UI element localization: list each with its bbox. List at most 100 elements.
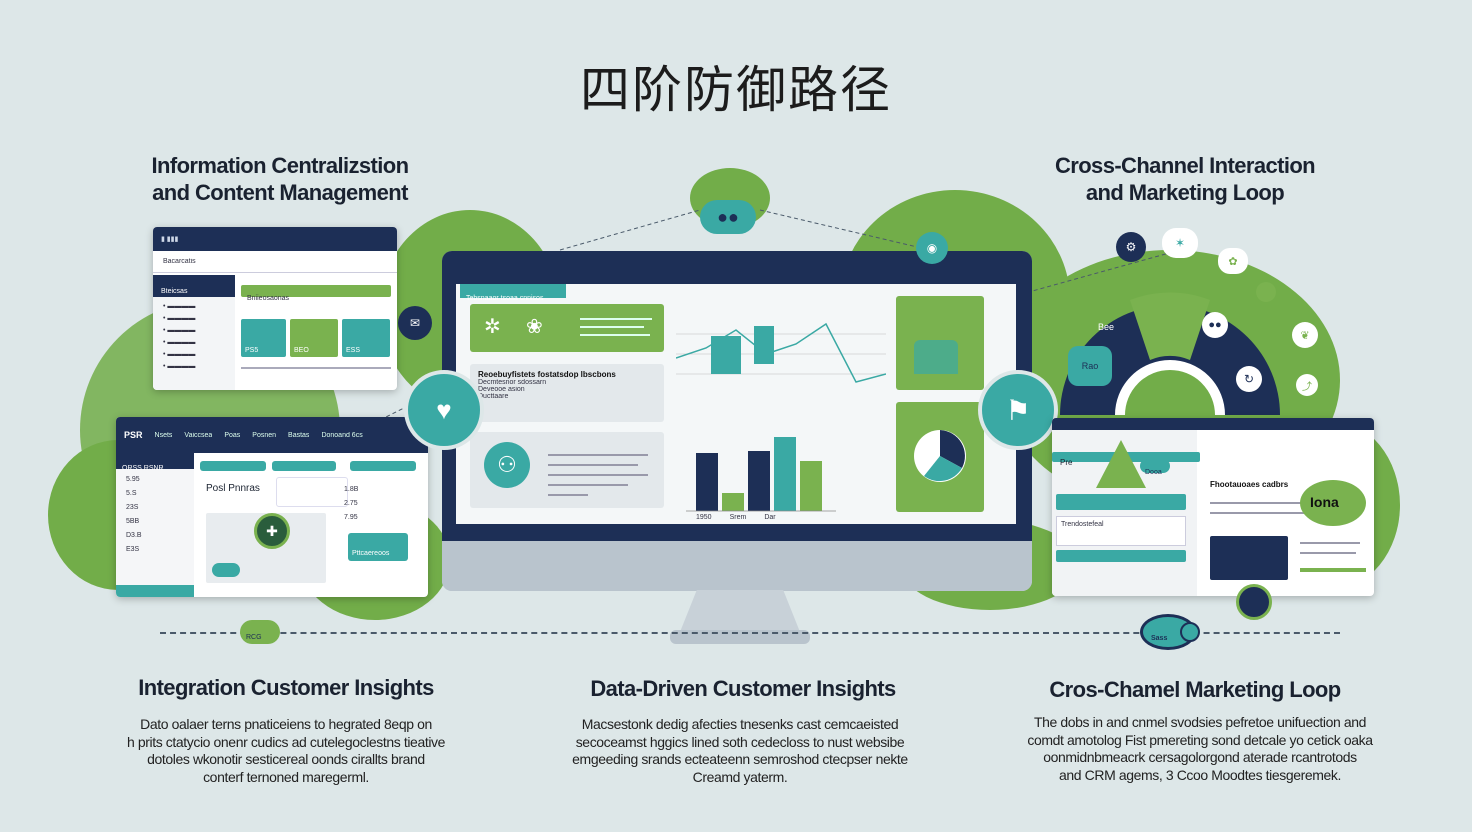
- idea-icon: ✶: [1162, 228, 1198, 258]
- top-right-heading: Cross-Channel Interaction and Marketing …: [1030, 152, 1340, 206]
- chat-icon: ✉: [398, 306, 432, 340]
- sidebar-item[interactable]: • ▬▬▬▬: [163, 327, 196, 334]
- panel-title: Reoebuyfistets fostatsdop lbscbons: [478, 370, 616, 379]
- column-heading: Data-Driven Customer Insights: [590, 676, 896, 701]
- share-icon: ⤴: [1296, 374, 1318, 396]
- list-item[interactable]: D3.B: [126, 532, 142, 539]
- leaf-icon: ❦: [1292, 322, 1318, 348]
- menu-item[interactable]: Nsets: [154, 431, 173, 439]
- cluster-label: Bee: [1098, 322, 1115, 332]
- pie-chart: [914, 430, 966, 482]
- window-logo: ▮ ▮▮▮: [161, 236, 179, 243]
- card[interactable]: BEO: [290, 319, 338, 357]
- list-item[interactable]: 5.S: [126, 490, 137, 497]
- left-window-nav-text[interactable]: Bacarcatis: [163, 258, 196, 265]
- right-window: Pre Trendostefeal Fhootauoaes cadbrs Ion…: [1052, 418, 1374, 596]
- column-body: Dato oalaer terns pnaticeiens to hegrate…: [126, 716, 446, 785]
- panel-line: Deveooe asion: [478, 386, 525, 393]
- section-label: Posl Pnnras: [206, 483, 260, 494]
- settings-icon: ⚙: [1116, 232, 1146, 262]
- user-icon: ⚇: [484, 442, 530, 488]
- top-right-heading-line-1: Cross-Channel Interaction: [1054, 153, 1316, 178]
- sidebar-item[interactable]: • ▬▬▬▬: [163, 303, 196, 310]
- video-panel[interactable]: [1210, 536, 1288, 580]
- monitor-screen: Tebsnaaor tsoaa cnnisos ✲ ❀ Reoebuyfiste…: [456, 284, 1016, 524]
- signpost-icon: ⚑: [978, 370, 1058, 450]
- left-window-header-pill: Bniieosaonas: [241, 285, 391, 302]
- left-top-window: ▮ ▮▮▮ Bacarcatis Bteicsas • ▬▬▬▬ • ▬▬▬▬ …: [153, 227, 397, 390]
- left-bottom-window: PSR Nsets Vaiccsea Poas Posnen Bastas Do…: [116, 417, 428, 597]
- left-bottom-window-navbar: PSR Nsets Vaiccsea Poas Posnen Bastas Do…: [116, 417, 428, 453]
- card[interactable]: ESS: [342, 319, 390, 357]
- marketing-loop-diagram: [1060, 292, 1280, 416]
- column-heading: Integration Customer Insights: [138, 675, 434, 700]
- right-window-heading: Fhootauoaes cadbrs: [1210, 480, 1289, 489]
- top-left-heading-line-2: and Content Management: [152, 180, 408, 205]
- top-right-heading-line-2: and Marketing Loop: [1085, 180, 1285, 205]
- monitor: Tebsnaaor tsoaa cnnisos ✲ ❀ Reoebuyfiste…: [442, 251, 1032, 591]
- menu-item[interactable]: Posnen: [252, 431, 277, 439]
- menu-item[interactable]: Bastas: [288, 431, 310, 439]
- left-top-window-titlebar: ▮ ▮▮▮: [153, 227, 397, 251]
- column-heading: Cros-Chamel Marketing Loop: [1049, 677, 1341, 702]
- heart-icon: ♥: [404, 370, 484, 450]
- chat-bubble-icon: ●●: [1202, 312, 1228, 338]
- list-item[interactable]: E3S: [126, 546, 140, 553]
- page-title: 四阶防御路径: [580, 61, 892, 119]
- monitor-stand: [680, 590, 800, 632]
- axis-label: Srem: [729, 514, 747, 521]
- menu-item[interactable]: Donoand 6cs: [321, 431, 363, 439]
- panel-line: Decmtesnor sdossarn: [478, 379, 547, 386]
- network-icon: ✲: [484, 316, 501, 338]
- sidebar-item[interactable]: • ▬▬▬▬: [163, 339, 196, 346]
- list-item: 1.8B: [344, 486, 359, 493]
- dashed-divider: [160, 632, 1340, 634]
- top-left-heading: Information Centralizstion and Content M…: [130, 152, 430, 206]
- bottom-marker-left: RCG: [240, 620, 280, 644]
- panel-line: Ducttaare: [478, 393, 509, 400]
- top-left-heading-line-1: Information Centralizstion: [151, 153, 410, 178]
- menu-item[interactable]: Poas: [224, 431, 241, 439]
- cloud-icon: Rao: [1068, 346, 1112, 386]
- map-pin-icon: ◉: [916, 232, 948, 264]
- line-chart: [676, 322, 886, 383]
- binoculars-icon: ●●: [700, 200, 756, 234]
- icon-card: ✲ ❀: [470, 304, 664, 352]
- right-window-tag: Pre: [1060, 458, 1073, 467]
- bar-chart: [686, 437, 836, 512]
- dot-icon: [1256, 282, 1276, 302]
- widget-card: [896, 296, 984, 390]
- badge: Iona: [1300, 480, 1366, 526]
- refresh-icon: ↻: [1236, 366, 1262, 392]
- column-body: Macsestonk dedig afecties tnesenks cast …: [572, 716, 908, 785]
- sidebar-item[interactable]: • ▬▬▬▬: [163, 363, 196, 370]
- text-panel: Reoebuyfistets fostatsdop lbscbons Decmt…: [470, 364, 664, 422]
- list-item[interactable]: 5BB: [126, 518, 140, 525]
- pill: Dooa: [1140, 459, 1170, 476]
- card[interactable]: PS5: [241, 319, 286, 357]
- right-window-sub: Trendostefeal: [1061, 521, 1104, 528]
- menu-item[interactable]: Vaiccsea: [184, 431, 213, 439]
- logo: PSR: [124, 430, 143, 440]
- speech-icon: ✿: [1218, 248, 1248, 274]
- list-item: 2.75: [344, 500, 358, 507]
- sidebar-item[interactable]: • ▬▬▬▬: [163, 351, 196, 358]
- profile-panel: ⚇: [470, 432, 664, 508]
- monitor-tab[interactable]: Tebsnaaor tsoaa cnnisos: [466, 295, 544, 302]
- column-body: The dobs in and cnmel svodsies pefretoe …: [1027, 714, 1373, 783]
- pie-chart-card: [896, 402, 984, 512]
- list-item[interactable]: 23S: [126, 504, 139, 511]
- list-item[interactable]: 5.95: [126, 476, 140, 483]
- target-icon: [1236, 584, 1272, 620]
- side-title: ORSS RSNR: [122, 465, 164, 472]
- list-item: 7.95: [344, 514, 358, 521]
- sidebar-item[interactable]: • ▬▬▬▬: [163, 315, 196, 322]
- axis-label: 1950: [696, 514, 712, 521]
- axis-label: Dar: [764, 514, 776, 521]
- brain-icon: ❀: [526, 316, 543, 338]
- puzzle-icon: ✚: [254, 513, 290, 549]
- left-window-sidebar-title: Bteicsas: [161, 288, 188, 295]
- cta-button[interactable]: Pttcaereoos: [348, 533, 408, 561]
- link-icon: [1180, 622, 1200, 642]
